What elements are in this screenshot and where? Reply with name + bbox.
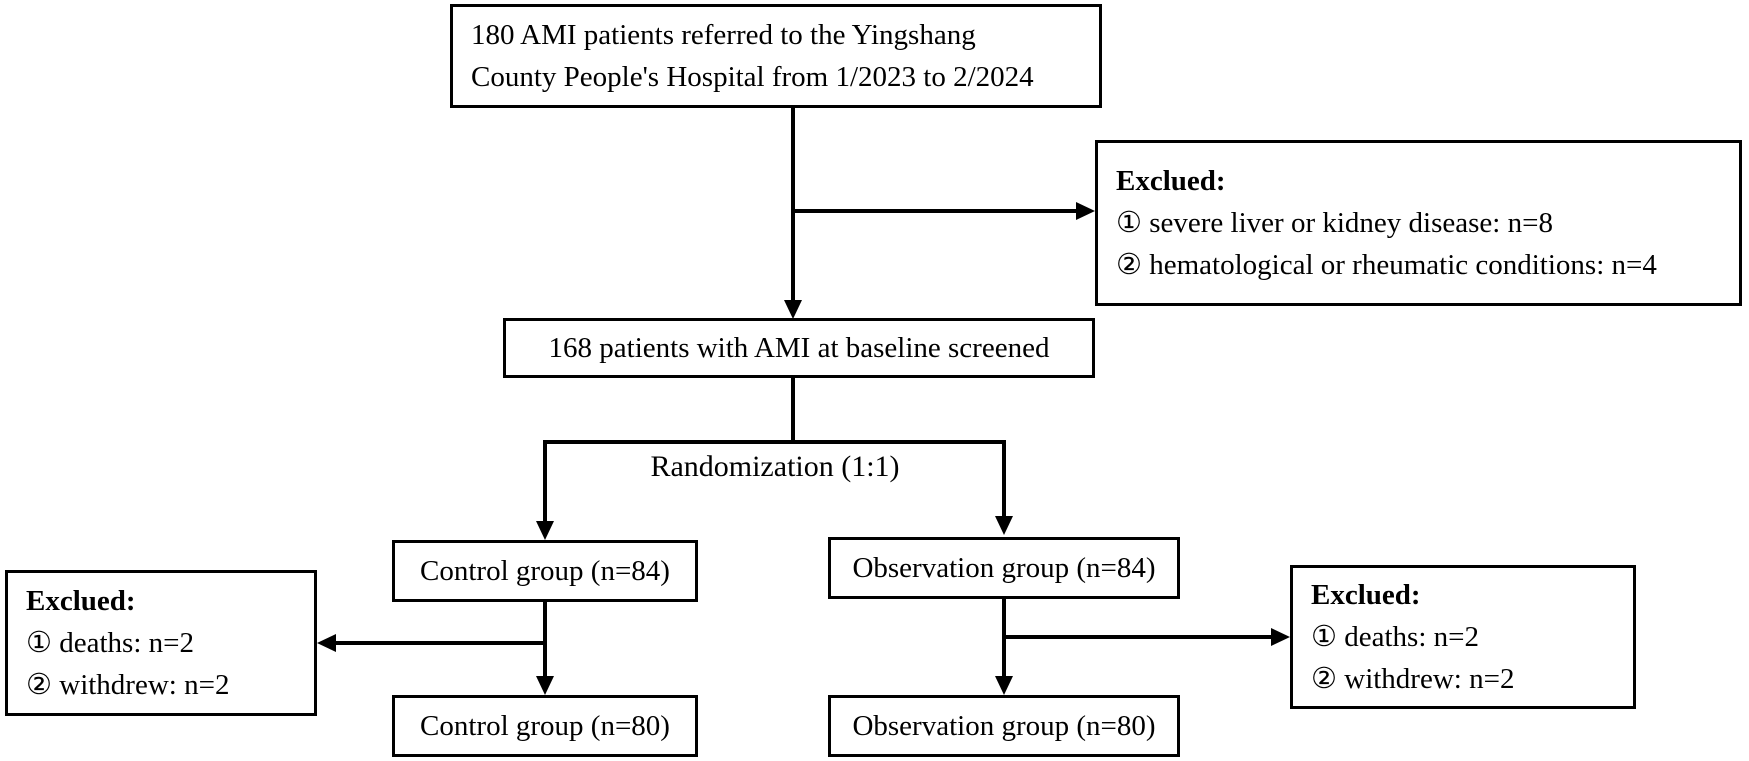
connector-to-excluded-right-line (1004, 635, 1272, 639)
arrowhead-to-screened (784, 300, 802, 319)
connector-control-84-to-80 (543, 602, 547, 677)
connector-referred-to-screened-line (791, 108, 795, 300)
screened-patients-text: 168 patients with AMI at baseline screen… (548, 332, 1050, 364)
excluded-right-box: Exclued: ① deaths: n=2 ② withdrew: n=2 (1290, 565, 1636, 709)
excluded-right-item-2: ② withdrew: n=2 (1311, 663, 1515, 695)
connector-randomization-to-control (543, 440, 547, 524)
excluded-left-item-1: ① deaths: n=2 (26, 627, 194, 659)
observation-group-84-text: Observation group (n=84) (852, 552, 1156, 584)
control-group-80-text: Control group (n=80) (420, 710, 670, 742)
excluded-left-item-2: ② withdrew: n=2 (26, 669, 230, 701)
randomization-split-bar (543, 440, 1006, 444)
connector-randomization-to-observation (1002, 440, 1006, 519)
observation-group-84-box: Observation group (n=84) (828, 537, 1180, 599)
excluded-top-item-2: ② hematological or rheumatic conditions:… (1116, 249, 1657, 281)
referred-patients-line1: 180 AMI patients referred to the Yingsha… (471, 19, 976, 51)
excluded-right-item-1: ① deaths: n=2 (1311, 621, 1479, 653)
referred-patients-box: 180 AMI patients referred to the Yingsha… (450, 4, 1102, 108)
connector-to-excluded-top-line (793, 209, 1077, 213)
arrowhead-to-observation-84 (995, 516, 1013, 535)
excluded-right-title: Exclued: (1311, 579, 1421, 611)
control-group-84-text: Control group (n=84) (420, 555, 670, 587)
arrowhead-to-excluded-right (1271, 628, 1290, 646)
arrowhead-to-excluded-left (317, 634, 336, 652)
randomization-label: Randomization (1:1) (650, 450, 900, 483)
observation-group-80-box: Observation group (n=80) (828, 695, 1180, 757)
control-group-84-box: Control group (n=84) (392, 540, 698, 602)
connector-screened-to-randomization (791, 378, 795, 444)
excluded-left-title: Exclued: (26, 585, 136, 617)
arrowhead-to-control-80 (536, 676, 554, 695)
excluded-top-box: Exclued: ① severe liver or kidney diseas… (1095, 140, 1742, 306)
connector-to-excluded-left-line (335, 641, 545, 645)
excluded-top-title: Exclued: (1116, 165, 1226, 197)
observation-group-80-text: Observation group (n=80) (852, 710, 1156, 742)
screened-patients-box: 168 patients with AMI at baseline screen… (503, 318, 1095, 378)
excluded-left-box: Exclued: ① deaths: n=2 ② withdrew: n=2 (5, 570, 317, 716)
referred-patients-line2: County People's Hospital from 1/2023 to … (471, 61, 1034, 93)
excluded-top-item-1: ① severe liver or kidney disease: n=8 (1116, 207, 1553, 239)
arrowhead-to-control-84 (536, 521, 554, 540)
control-group-80-box: Control group (n=80) (392, 695, 698, 757)
arrowhead-to-excluded-top (1076, 202, 1095, 220)
arrowhead-to-observation-80 (995, 676, 1013, 695)
